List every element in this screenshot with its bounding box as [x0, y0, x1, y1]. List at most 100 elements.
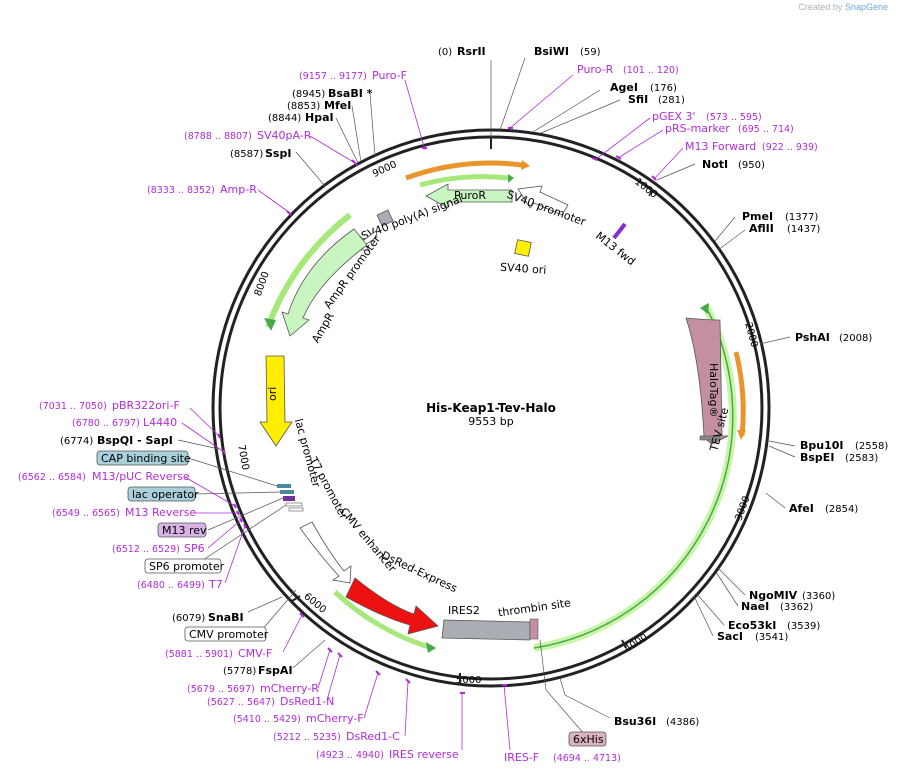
- tick-mark-4000: [621, 639, 627, 649]
- leader-bspqi: [177, 439, 220, 450]
- enzyme-bspei: BspEI: [800, 451, 834, 464]
- primer-pbr322-pos: (7031 .. 7050): [39, 401, 107, 412]
- enzyme-bspei-pos: (2583): [845, 453, 878, 464]
- lac-operator-block: [280, 490, 294, 494]
- feature-arcs: [264, 160, 746, 653]
- leader-lines: [177, 57, 796, 736]
- pl-puro-f: [404, 79, 426, 151]
- leader-noti: [656, 163, 696, 181]
- primer-t7: T7: [208, 578, 223, 591]
- enzyme-afei: AfeI: [789, 502, 814, 515]
- green-left-arrowhead: [264, 318, 276, 331]
- pm-dsred-c: [405, 678, 411, 684]
- enzyme-noti: NotI: [702, 158, 728, 171]
- pl-sp6: [207, 519, 242, 549]
- primer-markers: [217, 127, 657, 694]
- feature-cmv-green: [333, 590, 433, 651]
- tick-mark-1000: [648, 188, 654, 197]
- primer-dsred-n: DsRed1-N: [280, 695, 334, 708]
- tick-7000: 7000: [235, 444, 250, 471]
- enzyme-agei: AgeI: [610, 81, 638, 94]
- m13rev-block: [283, 496, 295, 501]
- 6xhis-box: [568, 731, 607, 747]
- leader-cmv-promoter: [261, 589, 297, 631]
- enzyme-sspi: SspI: [265, 147, 291, 160]
- boxed-feature-labels: CAP binding site lac operator M13 rev SP…: [96, 450, 607, 747]
- primer-pgex: pGEX 3': [652, 110, 696, 123]
- pl-puro-r: [509, 74, 574, 129]
- primer-cmv-f: CMV-F: [238, 647, 272, 660]
- primer-m13puc: M13/pUC Reverse: [92, 470, 190, 483]
- m13-rev-box-label: M13 rev: [162, 524, 207, 537]
- enzyme-bspqi-pos: (6774): [60, 436, 93, 447]
- snapgene-credit: Created by SnapGene: [798, 2, 888, 12]
- enzyme-bsabi: BsaBI *: [328, 87, 373, 100]
- sv40-ori-block: [514, 239, 532, 257]
- pm-pgex: [591, 157, 598, 161]
- sv40-polya-block: [376, 209, 394, 227]
- puror-arrow: [425, 183, 513, 209]
- tick-5000: 5000: [456, 675, 481, 686]
- plasmid-name: His-Keap1-Tev-Halo: [426, 401, 556, 415]
- enzyme-pshai-pos: (2008): [839, 333, 872, 344]
- pm-mcherry-r: [327, 647, 333, 653]
- pl-mcherry-f: [363, 672, 379, 719]
- sp6-promoter-box: [144, 558, 222, 574]
- halotag-line-arrowhead: [700, 303, 709, 314]
- pm-sv40pa: [351, 159, 358, 166]
- primer-pgex-pos: (573 .. 595): [706, 112, 762, 123]
- pl-cmv-f: [282, 614, 303, 653]
- primer-dsred-n-pos: (5627 .. 5647): [207, 697, 275, 708]
- enzyme-bsiwi-pos: (59): [580, 47, 601, 58]
- cap-box: [96, 450, 189, 466]
- feature-green-top: [419, 174, 509, 188]
- cmv-enhancer-arrow: [299, 521, 352, 584]
- feature-orange-top: [405, 160, 523, 181]
- enzyme-saci-pos: (3541): [755, 632, 788, 643]
- ampr-arrow: [281, 228, 368, 337]
- cap-site-block: [277, 484, 291, 488]
- sp6-block: [285, 502, 303, 507]
- m13-fwd-arrow: [612, 222, 627, 240]
- enzyme-naei: NaeI: [741, 600, 769, 613]
- enzyme-fspai: FspAI: [258, 664, 293, 677]
- orange-top-arrowhead: [521, 160, 530, 170]
- pm-t7: [243, 523, 247, 529]
- enzyme-labels: (0) RsrII BsiWI (59) AgeI (176) SfiI (28…: [60, 45, 888, 728]
- 6xhis-box-label: 6xHis: [573, 733, 604, 746]
- leader-sp6prom: [193, 504, 287, 567]
- enzyme-ngomiv: NgoMIV: [749, 589, 798, 602]
- leader-pshai: [759, 336, 791, 345]
- primer-m13rev: M13 Reverse: [125, 506, 196, 519]
- primer-labels: (9157 .. 9177) Puro-F Puro-R (101 .. 120…: [18, 63, 818, 764]
- pl-dsred-n: [326, 654, 341, 701]
- leader-afiii: [717, 229, 746, 251]
- pl-pbr322: [189, 407, 220, 437]
- leader-6xhis: [539, 639, 586, 736]
- feature-halotag-line: [533, 304, 734, 649]
- ori-arrow: [259, 355, 293, 447]
- primer-sp6: SP6: [184, 542, 205, 555]
- leader-sspi: [295, 151, 326, 187]
- leader-afei: [765, 492, 786, 509]
- enzyme-agei-pos: (176): [650, 83, 677, 94]
- feature-green-left: [265, 212, 352, 329]
- enzyme-noti-pos: (950): [738, 160, 765, 171]
- leader-fspai: [292, 639, 326, 669]
- enzyme-hpai-pos: (8844): [268, 113, 301, 124]
- credit-prefix: Created by: [798, 2, 843, 12]
- dsred-arrow: [345, 577, 439, 635]
- primer-t7-pos: (6480 .. 6499): [137, 580, 205, 591]
- t7-block: [288, 507, 304, 512]
- primer-m13puc-pos: (6562 .. 6584): [18, 472, 86, 483]
- pl-prs: [617, 129, 664, 159]
- lac-operator-box-label: lac operator: [132, 488, 199, 501]
- leader-saci: [693, 595, 714, 637]
- enzyme-snabi-pos: (6079): [172, 613, 205, 624]
- leader-mfei: [351, 105, 362, 163]
- primer-prs-pos: (695 .. 714): [738, 124, 794, 135]
- lac-operator-box: [127, 486, 196, 502]
- m13-rev-box: [157, 522, 207, 538]
- leader-bsiwi: [499, 57, 526, 131]
